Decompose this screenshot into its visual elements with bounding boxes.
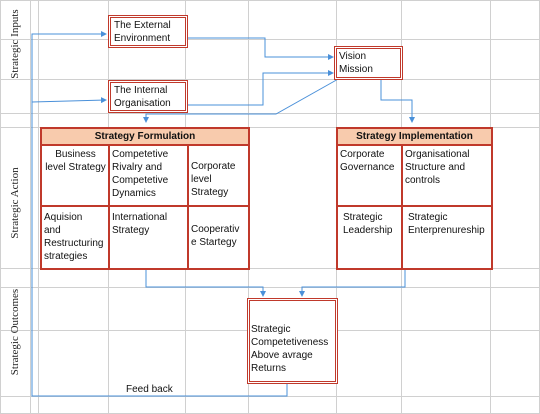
formulation-cell-corporate-level: Corporate level Strategy (188, 145, 249, 206)
formulation-cell-business-level: Business level Strategy (41, 145, 109, 206)
formulation-cell-cooperative: Cooperativ e Startegy (188, 206, 249, 269)
strategic-outcome-box: Strategic Competetiveness Above avrage R… (247, 298, 338, 384)
feedback-label: Feed back (126, 384, 173, 395)
internal-organisation-box: The Internal Organisation (108, 80, 188, 113)
formulation-cell-competetive-rivalry: Competetive Rivalry and Competetive Dyna… (109, 145, 188, 206)
formulation-cell-international: International Strategy (109, 206, 188, 269)
implementation-cell-enterprenureship: Strategic Enterprenureship (402, 206, 492, 269)
vision-mission-box: Vision Mission (334, 46, 403, 80)
implementation-cell-governance: Corporate Governance (337, 145, 402, 206)
formulation-cell-aquision: Aquision and Restructuring strategies (41, 206, 109, 269)
formulation-header: Strategy Formulation (41, 128, 249, 145)
implementation-cell-leadership: Strategic Leadership (337, 206, 402, 269)
external-environment-box: The External Environment (108, 15, 188, 48)
implementation-cell-structure: Organisational Structure and controls (402, 145, 492, 206)
implementation-header: Strategy Implementation (337, 128, 492, 145)
